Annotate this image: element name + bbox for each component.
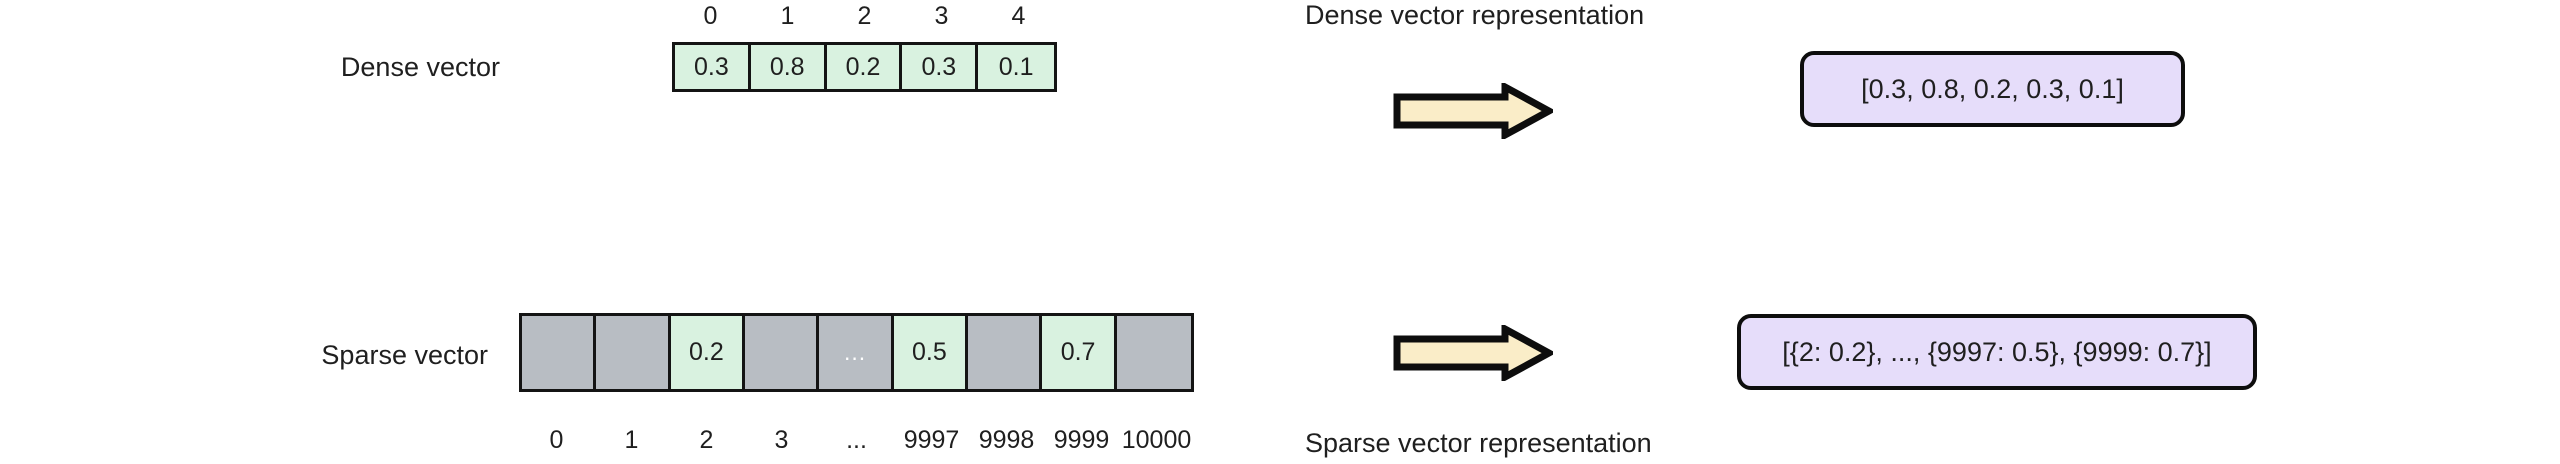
sparse-cell (968, 316, 1043, 389)
sparse-index-cell: 1 (624, 425, 639, 454)
dense-representation-caption: Dense vector representation (1305, 0, 1645, 30)
sparse-cell (1116, 316, 1192, 389)
sparse-index-cell: 9997 (903, 425, 960, 454)
dense-cell: 0.8 (750, 45, 827, 89)
dense-vector-label: Dense vector (340, 52, 500, 82)
dense-index-row: 0 1 2 3 4 (672, 0, 1057, 32)
sparse-index-cell: 0 (549, 425, 564, 454)
sparse-cell: 0.5 (893, 316, 969, 389)
dense-index-cell: 3 (934, 1, 949, 30)
dense-index-cell: 1 (780, 1, 795, 30)
sparse-index-cell: 10000 (1121, 425, 1192, 454)
dense-index-cell: 4 (1011, 1, 1026, 30)
dense-cell: 0.2 (826, 45, 903, 89)
dense-index-cell: 2 (857, 1, 872, 30)
sparse-index-cell: 9998 (978, 425, 1035, 454)
dense-representation-box: [0.3, 0.8, 0.2, 0.3, 0.1] (1800, 51, 2185, 127)
sparse-vector-label: Sparse vector (321, 340, 488, 370)
sparse-index-cell: ... (846, 425, 867, 454)
sparse-representation-box: [{2: 0.2}, ..., {9997: 0.5}, {9999: 0.7}… (1737, 314, 2257, 390)
sparse-cell: 0.7 (1042, 316, 1117, 389)
dense-arrow-icon (1393, 81, 1557, 141)
dense-index-cell: 0 (703, 1, 718, 30)
sparse-index-row: 0 1 2 3 ... 9997 9998 9999 10000 (519, 424, 1194, 456)
sparse-cell (522, 316, 597, 389)
sparse-cell (745, 316, 820, 389)
sparse-arrow-icon (1393, 323, 1557, 383)
sparse-index-cell: 2 (699, 425, 714, 454)
sparse-representation-caption: Sparse vector representation (1305, 428, 1652, 458)
sparse-index-cell: 3 (774, 425, 789, 454)
sparse-cell (596, 316, 671, 389)
dense-cell: 0.1 (978, 45, 1055, 89)
dense-vector-grid: 0.3 0.8 0.2 0.3 0.1 (672, 42, 1057, 92)
sparse-cell-ellipsis: ... (819, 316, 894, 389)
dense-cell: 0.3 (675, 45, 751, 89)
sparse-vector-grid: 0.2 ... 0.5 0.7 (519, 313, 1194, 392)
sparse-index-cell: 9999 (1053, 425, 1110, 454)
dense-cell: 0.3 (902, 45, 979, 89)
sparse-cell: 0.2 (670, 316, 746, 389)
